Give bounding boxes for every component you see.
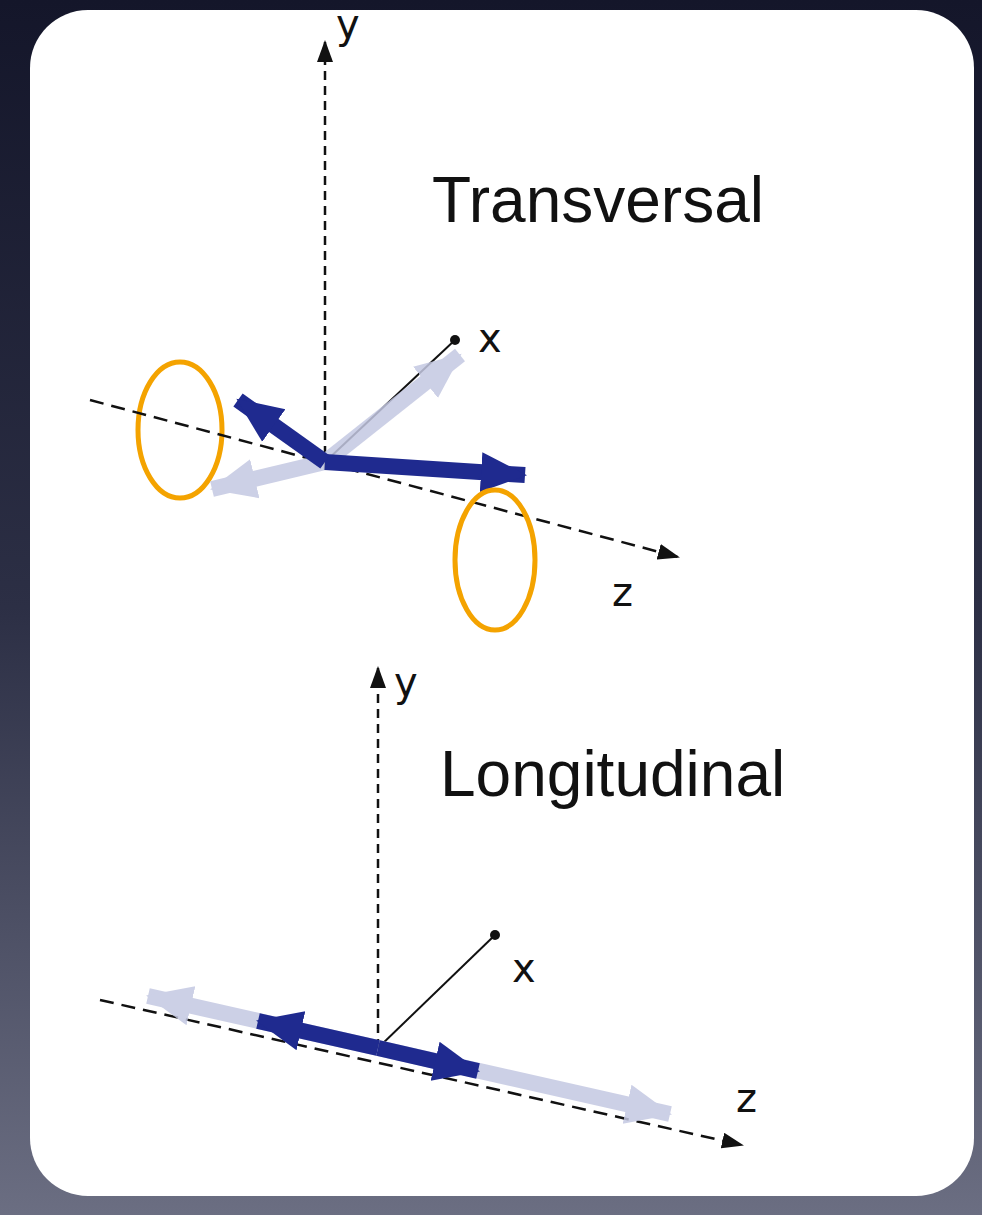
field-arrow [238,400,325,462]
mode-title: Transversal [432,168,764,232]
faded-arrow [212,462,325,489]
axis-label: y [394,662,418,702]
mode-title: Longitudinal [440,742,785,806]
faded-arrow [325,355,460,462]
field-arrow [258,1021,378,1048]
ring [455,490,535,630]
axis-label: x [512,948,536,988]
axis-label: z [736,1078,757,1118]
transversal-figure [90,42,678,630]
ring [138,362,222,498]
axis-label: x [478,318,502,358]
y-axis [377,668,380,1048]
faded-arrow [378,1048,670,1114]
axis-label: y [336,4,360,44]
field-arrow [378,1048,478,1071]
field-arrow [325,462,525,475]
y-axis [324,42,327,470]
x-axis [378,935,495,1048]
longitudinal-figure [100,668,742,1145]
axis-label: z [612,572,633,612]
axis-dot [450,335,460,345]
axis-dot [490,930,500,940]
z-axis [100,1000,742,1145]
faded-arrow [148,996,378,1048]
